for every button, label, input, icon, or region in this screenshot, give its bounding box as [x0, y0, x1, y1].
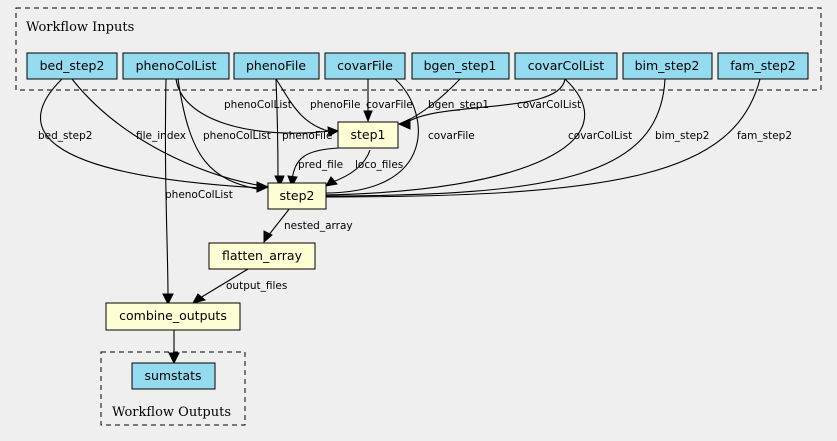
workflow-outputs-cluster [100, 351, 246, 426]
edge-bed_step2-step2 [40, 78, 263, 189]
edge-bim_step2-step2 [319, 78, 666, 197]
edge-label-covarColList-step1: covarColList [517, 99, 581, 111]
edge-label-phenoFile-step1: phenoFile [310, 99, 360, 111]
step-label-flatten_array: flatten_array [222, 248, 303, 263]
edge-file_index-step2 [71, 78, 263, 187]
edge-phenoColList-step2 [177, 78, 263, 191]
arrowhead-step2-left [256, 181, 270, 193]
step-node-step1[interactable]: step1 [337, 121, 399, 149]
edge-label-bgen_step1-step1: bgen_step1 [428, 99, 489, 111]
edge-label-fam_step2: fam_step2 [737, 130, 792, 142]
edge-label-phenoColList-step1: phenoColList [224, 99, 292, 111]
edge-label-phenoColList-step2: phenoColList [203, 130, 271, 142]
input-node-covarColList[interactable]: covarColList [514, 52, 618, 80]
edge-phenoFile-step1 [275, 78, 333, 133]
step-label-step1: step1 [351, 127, 386, 142]
arrowhead-combine-left [162, 293, 174, 306]
edge-flatten_array-combine_outputs [199, 268, 249, 299]
step-node-step2[interactable]: step2 [267, 182, 327, 210]
input-node-fam_step2[interactable]: fam_step2 [717, 52, 809, 80]
arrowhead-step2-top-mid [287, 175, 298, 188]
edges [40, 78, 761, 356]
input-node-phenoColList[interactable]: phenoColList [122, 52, 230, 80]
input-label-fam_step2: fam_step2 [730, 58, 795, 73]
edge-fam_step2-step2 [319, 78, 761, 198]
input-node-bim_step2[interactable]: bim_step2 [622, 52, 713, 80]
edge-label-covarFile-step1: covarFile [366, 99, 413, 111]
step-node-combine_outputs[interactable]: combine_outputs [105, 302, 241, 331]
edge-label-covarColList-step2: covarColList [568, 130, 632, 142]
output-nodes: sumstats [131, 362, 216, 390]
output-label-sumstats: sumstats [144, 368, 201, 383]
arrowhead-flatten_array [263, 230, 273, 244]
arrowhead-step1-right [397, 118, 411, 130]
edge-label-covarFile-step2: covarFile [428, 130, 475, 142]
edge-label-loco_files: loco_files [355, 159, 403, 171]
edge-phenoColList-combine_outputs [164, 78, 169, 297]
edge-label-pred_file: pred_file [298, 159, 343, 171]
input-node-bed_step2[interactable]: bed_step2 [26, 52, 118, 80]
arrowheads [162, 110, 411, 365]
step-label-combine_outputs: combine_outputs [119, 308, 227, 323]
edge-covarColList-step1 [405, 78, 566, 124]
edge-phenoFile-step2 [275, 78, 279, 181]
workflow-outputs-title: Workflow Outputs [112, 405, 231, 420]
edge-pred_file-step2 [291, 147, 339, 181]
step-node-flatten_array[interactable]: flatten_array [208, 242, 316, 270]
input-label-phenoFile: phenoFile [246, 58, 306, 73]
arrowhead-sumstats [168, 352, 180, 365]
arrowhead-step2-top-right [325, 176, 338, 187]
input-label-covarFile: covarFile [337, 58, 393, 73]
input-label-phenoColList: phenoColList [136, 58, 217, 73]
workflow-inputs-title: Workflow Inputs [26, 20, 134, 35]
input-label-bed_step2: bed_step2 [40, 58, 105, 73]
edge-label-phenoColList-combine: phenoColList [165, 189, 233, 201]
input-label-covarColList: covarColList [528, 58, 605, 73]
input-node-covarFile[interactable]: covarFile [324, 52, 406, 80]
edge-label-file_index: file_index [136, 130, 186, 142]
edge-label-nested_array: nested_array [284, 220, 353, 232]
input-label-bim_step2: bim_step2 [635, 58, 700, 73]
step-nodes: step1 step2 flatten_array combine_output… [105, 121, 399, 331]
input-node-phenoFile[interactable]: phenoFile [233, 52, 320, 80]
arrowhead-combine-right [192, 293, 207, 304]
edge-covarFile-step2 [319, 78, 419, 194]
input-label-bgen_step1: bgen_step1 [424, 58, 497, 73]
arrowhead-step2-top-left [274, 175, 285, 188]
step-label-step2: step2 [280, 188, 315, 203]
edge-label-bim_step2: bim_step2 [655, 130, 709, 142]
edge-label-bed_step2: bed_step2 [38, 130, 92, 142]
edge-step2-flatten_array [267, 207, 291, 237]
workflow-inputs-cluster [15, 7, 822, 91]
edge-label-phenoFile-step2: phenoFile [282, 130, 332, 142]
edge-labels: phenoColList phenoFile covarFile bgen_st… [38, 99, 792, 292]
arrowhead-step1-left [327, 126, 340, 137]
output-node-sumstats[interactable]: sumstats [131, 362, 216, 390]
input-node-bgen_step1[interactable]: bgen_step1 [411, 52, 510, 80]
arrowhead-step1-top [363, 110, 373, 123]
edge-phenoColList-step1 [175, 78, 332, 134]
edge-covarColList-step2 [319, 78, 586, 196]
input-nodes: bed_step2 phenoColList phenoFile covarFi… [26, 52, 809, 80]
edge-label-output_files: output_files [226, 280, 287, 292]
